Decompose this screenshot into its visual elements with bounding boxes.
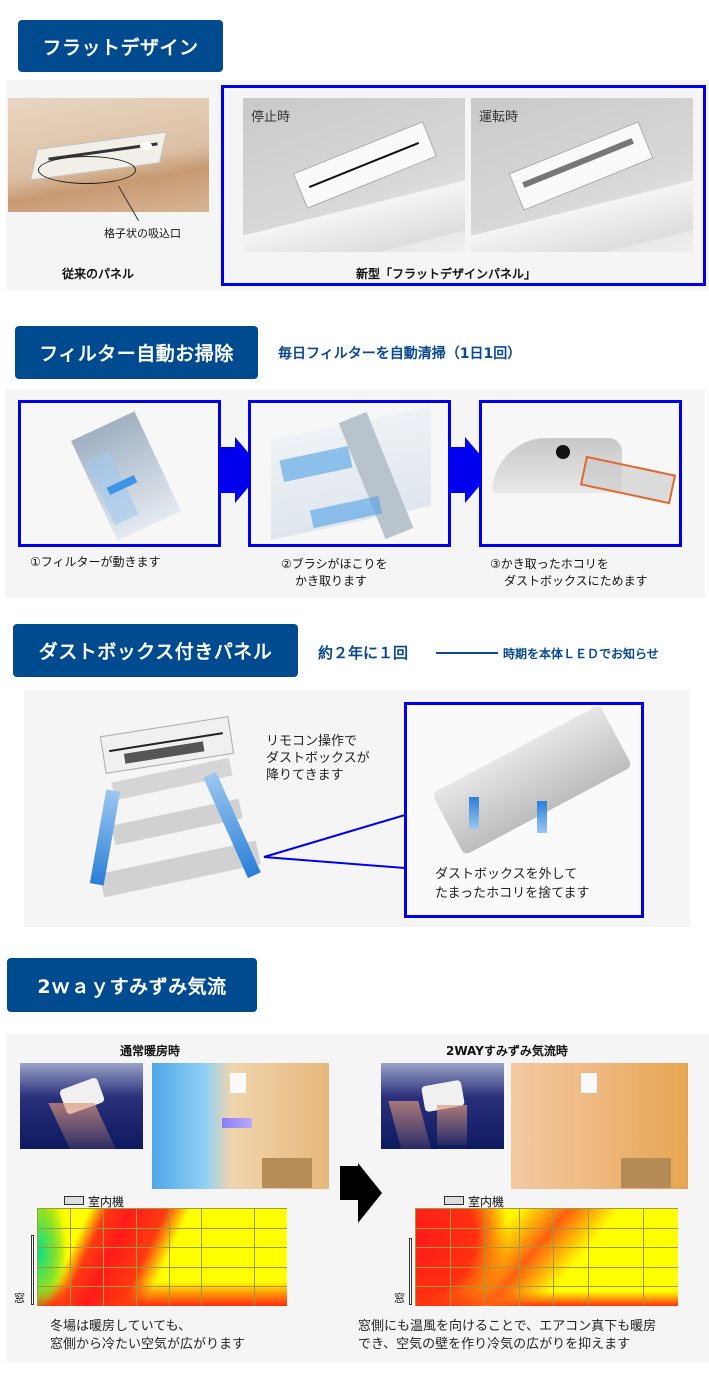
normal-unit-label-text: 室内機 bbox=[88, 1195, 125, 1209]
airflow-heading: 2ｗａｙすみずみ気流 bbox=[7, 958, 257, 1012]
running-label: 運転時 bbox=[479, 110, 519, 125]
dust-box-heading-text: ダストボックス付きパネル bbox=[38, 641, 273, 663]
auto-filter-heading-text: フィルター自動お掃除 bbox=[39, 343, 234, 365]
old-panel-callout: 格子状の吸込口 bbox=[104, 227, 181, 240]
remote-text-line1: リモコン操作で bbox=[266, 734, 358, 749]
twoway-title: 2WAYすみずみ気流時 bbox=[446, 1044, 568, 1058]
stopped-label: 停止時 bbox=[251, 110, 291, 125]
normal-description-line2: 窓側から冷たい空気が広がります bbox=[50, 1337, 246, 1352]
up-arrow-2 bbox=[537, 801, 547, 833]
new-panel-caption: 新型「フラットデザインパネル」 bbox=[356, 267, 537, 281]
stopped-panel-photo: 停止時 bbox=[243, 98, 465, 252]
zoom-connector-lines bbox=[263, 814, 406, 869]
normal-window-label: 窓 bbox=[14, 1292, 25, 1305]
normal-unit-closeup bbox=[20, 1063, 143, 1149]
dust-box-frequency: 約２年に１回 bbox=[318, 644, 409, 662]
step3-caption-line2: ダストボックスにためます bbox=[504, 574, 648, 588]
running-panel-photo: 運転時 bbox=[471, 98, 693, 252]
compare-arrow-head bbox=[358, 1163, 382, 1223]
remote-text-line3: 降りてきます bbox=[266, 768, 344, 783]
twoway-heatmap bbox=[415, 1208, 678, 1306]
step1-frame bbox=[18, 400, 221, 547]
flat-design-heading: フラットデザイン bbox=[18, 20, 223, 72]
normal-unit-label: 室内機 bbox=[64, 1193, 124, 1210]
twoway-unit-label: 室内機 bbox=[444, 1193, 504, 1210]
twoway-description-line1: 窓側にも温風を向けることで、エアコン真下も暖房 bbox=[358, 1319, 657, 1334]
normal-heatmap bbox=[37, 1208, 287, 1306]
new-panel-frame bbox=[221, 85, 706, 286]
normal-description: 冬場は暖房していても、 窓側から冷たい空気が広がります bbox=[50, 1318, 245, 1354]
flat-design-heading-text: フラットデザイン bbox=[42, 36, 199, 59]
twoway-window-label: 窓 bbox=[394, 1292, 405, 1305]
indoor-unit-icon bbox=[64, 1196, 84, 1205]
detail-text-line1: ダストボックスを外して bbox=[435, 867, 578, 882]
compare-arrow bbox=[340, 1166, 360, 1200]
step1-caption: ①フィルターが動きます bbox=[30, 553, 161, 570]
normal-heatmap-grid bbox=[37, 1208, 287, 1306]
auto-filter-heading: フィルター自動お掃除 bbox=[15, 326, 258, 379]
step2-caption-line1: ②ブラシがほこりを bbox=[281, 557, 388, 571]
dust-box-notice: 時期を本体ＬＥＤでお知らせ bbox=[503, 647, 659, 661]
twoway-unit-label-text: 室内機 bbox=[468, 1195, 505, 1209]
up-arrow-1 bbox=[469, 797, 479, 829]
twoway-description-line2: でき、空気の壁を作り冷気の広がりを抑えます bbox=[358, 1337, 631, 1352]
arrow-2 bbox=[451, 447, 465, 493]
normal-heating-title: 通常暖房時 bbox=[120, 1044, 181, 1058]
dust-box-detail-illustration bbox=[431, 704, 633, 856]
airflow-heading-text: 2ｗａｙすみずみ気流 bbox=[37, 975, 227, 998]
twoway-window-bar bbox=[409, 1238, 412, 1305]
frequency-line bbox=[436, 652, 498, 654]
indoor-unit-icon bbox=[444, 1196, 464, 1205]
step1-caption-line1: ①フィルターが動きます bbox=[30, 555, 161, 569]
dust-box-heading: ダストボックス付きパネル bbox=[13, 624, 298, 677]
arrow-1 bbox=[221, 447, 235, 493]
step2-caption-line2: かき取ります bbox=[295, 574, 368, 588]
twoway-room-image bbox=[511, 1063, 688, 1189]
normal-room-image bbox=[152, 1063, 329, 1189]
step3-caption-line1: ③かき取ったホコリを bbox=[490, 557, 609, 571]
dust-box-detail-text: ダストボックスを外して たまったホコリを捨てます bbox=[435, 865, 589, 903]
normal-window-bar bbox=[31, 1235, 34, 1305]
detail-text-line2: たまったホコリを捨てます bbox=[435, 886, 590, 901]
remote-operation-text: リモコン操作で ダストボックスが 降りてきます bbox=[266, 733, 370, 784]
auto-filter-subheading: 毎日フィルターを自動清掃（1日1回） bbox=[278, 346, 522, 362]
normal-description-line1: 冬場は暖房していても、 bbox=[50, 1319, 192, 1334]
old-panel-photo bbox=[8, 98, 209, 212]
twoway-description: 窓側にも温風を向けることで、エアコン真下も暖房 でき、空気の壁を作り冷気の広がり… bbox=[358, 1318, 656, 1354]
step2-frame bbox=[248, 400, 451, 547]
step3-frame bbox=[479, 400, 682, 547]
step2-caption: ②ブラシがほこりを かき取ります bbox=[281, 555, 388, 589]
dust-box-detail-frame: ダストボックスを外して たまったホコリを捨てます bbox=[404, 702, 644, 918]
old-panel-caption: 従来のパネル bbox=[62, 267, 135, 281]
remote-text-line2: ダストボックスが bbox=[266, 751, 370, 766]
twoway-heatmap-grid bbox=[415, 1208, 678, 1306]
twoway-unit-closeup bbox=[381, 1063, 504, 1149]
step3-caption: ③かき取ったホコリを ダストボックスにためます bbox=[490, 555, 648, 589]
